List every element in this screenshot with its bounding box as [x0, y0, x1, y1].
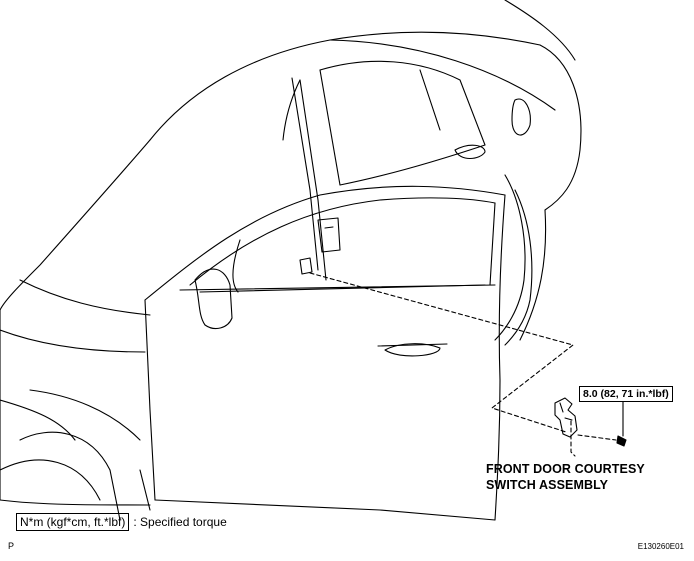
legend-units-box: N*m (kgf*cm, ft.*lbf) [16, 513, 130, 531]
courtesy-switch-part [554, 397, 578, 438]
torque-spec-label: 8.0 (82, 71 in.*lbf) [579, 386, 673, 402]
front-door [144, 185, 506, 521]
part-label-line-2: SWITCH ASSEMBLY [486, 478, 609, 492]
figure-code: E130260E01 [637, 542, 684, 551]
car-body [0, 0, 582, 521]
torque-legend: N*m (kgf*cm, ft.*lbf) : Specified torque [16, 513, 227, 531]
legend-description: : Specified torque [133, 515, 227, 529]
part-label-line-1: FRONT DOOR COURTESY [486, 462, 645, 476]
leader-lines [309, 272, 617, 457]
bolt [616, 399, 627, 447]
part-label: FRONT DOOR COURTESY SWITCH ASSEMBLY [486, 461, 645, 493]
corner-code: P [8, 541, 15, 551]
